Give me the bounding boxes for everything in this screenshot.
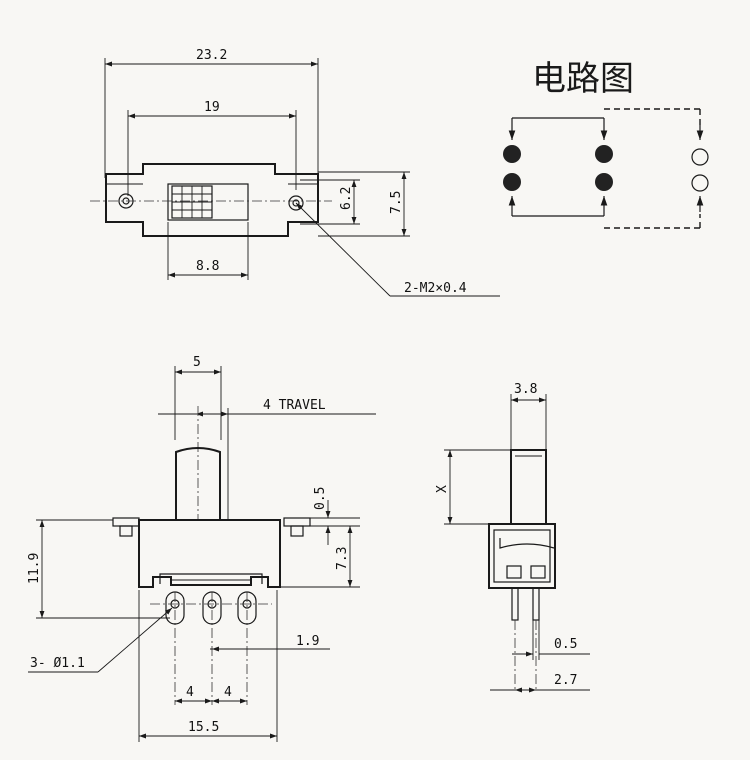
side-knob (510, 449, 547, 525)
dim-body-height: 7.3 (335, 547, 350, 570)
side-pin-left (511, 587, 519, 621)
dim-hole-pitch: 19 (204, 100, 220, 115)
dim-flange-thickness: 0.5 (313, 487, 328, 510)
flange-left (112, 517, 140, 527)
screw-callout: 2-M2×0.4 (404, 281, 467, 296)
dim-inner-height: 6.2 (339, 187, 354, 210)
dim-pin-offset: 1.9 (296, 634, 319, 649)
contact-filled-4 (595, 173, 613, 191)
dim-body-width: 15.5 (188, 720, 219, 735)
flange-right (283, 517, 311, 527)
dim-window-width: 8.8 (196, 259, 219, 274)
pin-hole-callout: 3- Ø1.1 (30, 656, 85, 671)
dim-outer-height: 7.5 (389, 191, 404, 214)
dim-pin-thickness: 0.5 (554, 637, 577, 652)
side-body (488, 523, 556, 589)
circuit-schematic: 电路图 (503, 59, 709, 229)
dim-knob-width: 5 (193, 355, 201, 370)
dim-total-height: 11.9 (27, 553, 42, 584)
front-view: 5 4 TRAVEL 11.9 (27, 355, 376, 742)
travel-label: 4 TRAVEL (263, 398, 326, 413)
switch-knob (175, 447, 221, 520)
dim-overall-length: 23.2 (196, 48, 227, 63)
side-pin-right (532, 587, 540, 621)
contact-filled-2 (503, 173, 521, 191)
switch-top-outline (105, 163, 319, 237)
dim-pin-pitch-2: 4 (224, 685, 232, 700)
schematic-title: 电路图 (532, 59, 634, 99)
contact-filled-3 (595, 145, 613, 163)
screw-hole-right (288, 195, 304, 211)
dim-pin-spacing: 2.7 (554, 673, 577, 688)
contact-open-2 (691, 174, 709, 192)
dim-knob-depth: 3.8 (514, 382, 537, 397)
dim-x: X (435, 485, 450, 493)
side-view: 3.8 X 0.5 2.7 (435, 382, 590, 693)
top-view: 23.2 19 8.8 6.2 7. (90, 48, 500, 297)
contact-open-1 (691, 148, 709, 166)
dim-pin-pitch-1: 4 (186, 685, 194, 700)
contact-filled-1 (503, 145, 521, 163)
